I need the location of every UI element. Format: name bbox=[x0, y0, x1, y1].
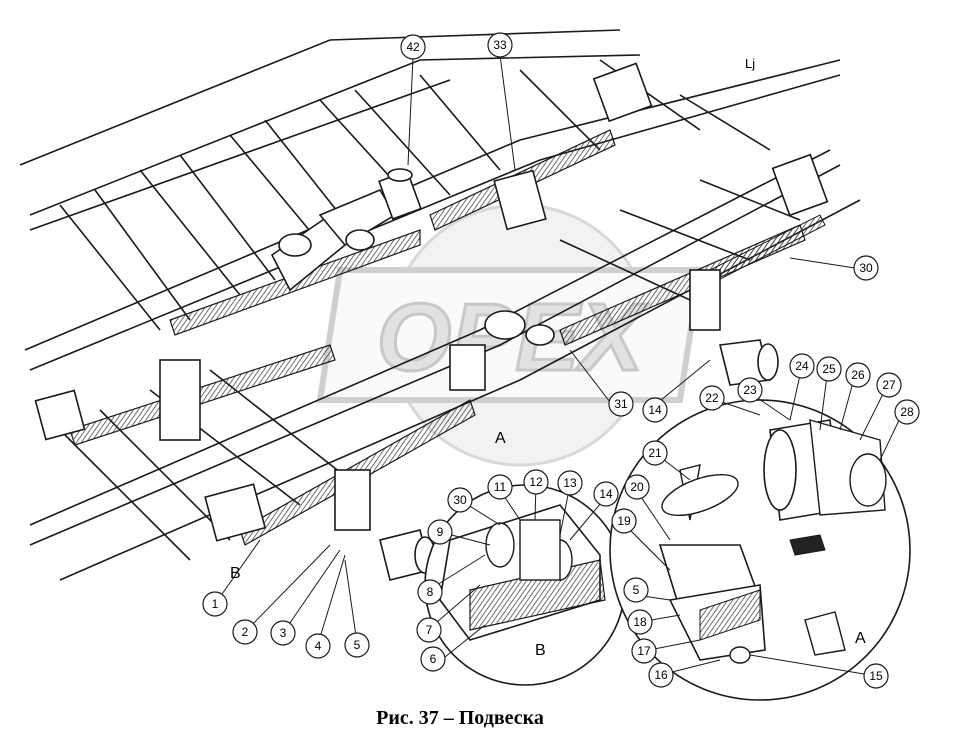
callout-19: 18 bbox=[627, 609, 653, 635]
callout-5-detail: 5 bbox=[623, 577, 649, 603]
svg-text:3: 3 bbox=[280, 626, 287, 640]
svg-text:12: 12 bbox=[529, 475, 543, 489]
figure-caption: Рис. 37 – Подвеска bbox=[376, 707, 544, 729]
svg-text:42: 42 bbox=[406, 40, 420, 54]
callout-4: 4 bbox=[305, 633, 331, 659]
callout-25: 24 bbox=[789, 353, 815, 379]
callout-11: 11 bbox=[487, 474, 513, 500]
callout-2: 2 bbox=[232, 619, 258, 645]
view-label-corner: Lj bbox=[745, 56, 755, 71]
callout-24: 23 bbox=[737, 377, 763, 403]
view-label-b-main: B bbox=[230, 565, 241, 582]
view-label-b-detail: B bbox=[535, 642, 546, 659]
svg-text:11: 11 bbox=[494, 480, 507, 494]
svg-text:8: 8 bbox=[427, 585, 434, 599]
svg-text:30: 30 bbox=[453, 493, 467, 507]
svg-text:1: 1 bbox=[212, 597, 219, 611]
svg-text:7: 7 bbox=[426, 623, 433, 637]
view-labels: A B B A Lj bbox=[230, 56, 866, 659]
svg-text:21: 21 bbox=[648, 446, 662, 460]
callout-9: 9 bbox=[427, 519, 453, 545]
callout-23: 22 bbox=[699, 385, 725, 411]
callout-20: 19 bbox=[611, 508, 637, 534]
callout-22: 21 bbox=[642, 440, 668, 466]
callout-26: 25 bbox=[816, 356, 842, 382]
callout-14: 14 bbox=[593, 481, 619, 507]
svg-text:22: 22 bbox=[705, 391, 719, 405]
callout-29: 28 bbox=[894, 399, 920, 425]
svg-text:2: 2 bbox=[242, 625, 249, 639]
callout-7: 7 bbox=[416, 617, 442, 643]
svg-text:9: 9 bbox=[437, 525, 444, 539]
callout-21: 20 bbox=[624, 474, 650, 500]
callout-17: 16 bbox=[648, 662, 674, 688]
svg-text:14: 14 bbox=[599, 487, 613, 501]
svg-text:33: 33 bbox=[493, 38, 507, 52]
svg-text:31: 31 bbox=[614, 397, 628, 411]
callout-33: 33 bbox=[487, 32, 513, 58]
callout-3: 3 bbox=[270, 620, 296, 646]
svg-text:15: 15 bbox=[869, 669, 883, 683]
svg-text:17: 17 bbox=[637, 644, 651, 658]
svg-text:27: 27 bbox=[882, 378, 896, 392]
svg-text:26: 26 bbox=[851, 368, 865, 382]
svg-text:28: 28 bbox=[900, 405, 914, 419]
view-label-a-main: A bbox=[495, 430, 506, 447]
callout-15: 14 bbox=[642, 397, 668, 423]
svg-text:6: 6 bbox=[430, 652, 437, 666]
svg-text:18: 18 bbox=[633, 615, 647, 629]
callout-5: 5 bbox=[344, 632, 370, 658]
callout-31: 31 bbox=[608, 391, 634, 417]
callout-30-detail: 30 bbox=[447, 487, 473, 513]
callout-18: 17 bbox=[631, 638, 657, 664]
svg-text:16: 16 bbox=[654, 668, 668, 682]
callout-1: 1 bbox=[202, 591, 228, 617]
callout-12: 12 bbox=[523, 469, 549, 495]
callout-6: 6 bbox=[420, 646, 446, 672]
callout-30-top: 30 bbox=[853, 255, 879, 281]
svg-text:30: 30 bbox=[859, 261, 873, 275]
svg-text:19: 19 bbox=[617, 514, 631, 528]
callout-42: 42 bbox=[400, 34, 426, 60]
callout-13: 13 bbox=[557, 470, 583, 496]
svg-text:23: 23 bbox=[743, 383, 757, 397]
svg-text:24: 24 bbox=[795, 359, 809, 373]
callout-8: 8 bbox=[417, 579, 443, 605]
callout-markers: 42 33 30 31 14 22 23 24 25 26 27 28 21 2… bbox=[202, 32, 920, 689]
svg-text:14: 14 bbox=[648, 403, 662, 417]
svg-text:4: 4 bbox=[315, 639, 322, 653]
svg-text:5: 5 bbox=[633, 583, 640, 597]
brackets bbox=[34, 62, 829, 581]
detail-a-circle bbox=[609, 399, 911, 701]
view-label-a-detail: A bbox=[855, 630, 866, 647]
svg-text:13: 13 bbox=[563, 476, 577, 490]
svg-text:25: 25 bbox=[822, 362, 836, 376]
callout-16: 15 bbox=[863, 663, 889, 689]
svg-text:5: 5 bbox=[354, 638, 361, 652]
callout-27: 26 bbox=[845, 362, 871, 388]
detail-b-circle bbox=[424, 484, 626, 686]
callout-28: 27 bbox=[876, 372, 902, 398]
svg-text:20: 20 bbox=[630, 480, 644, 494]
